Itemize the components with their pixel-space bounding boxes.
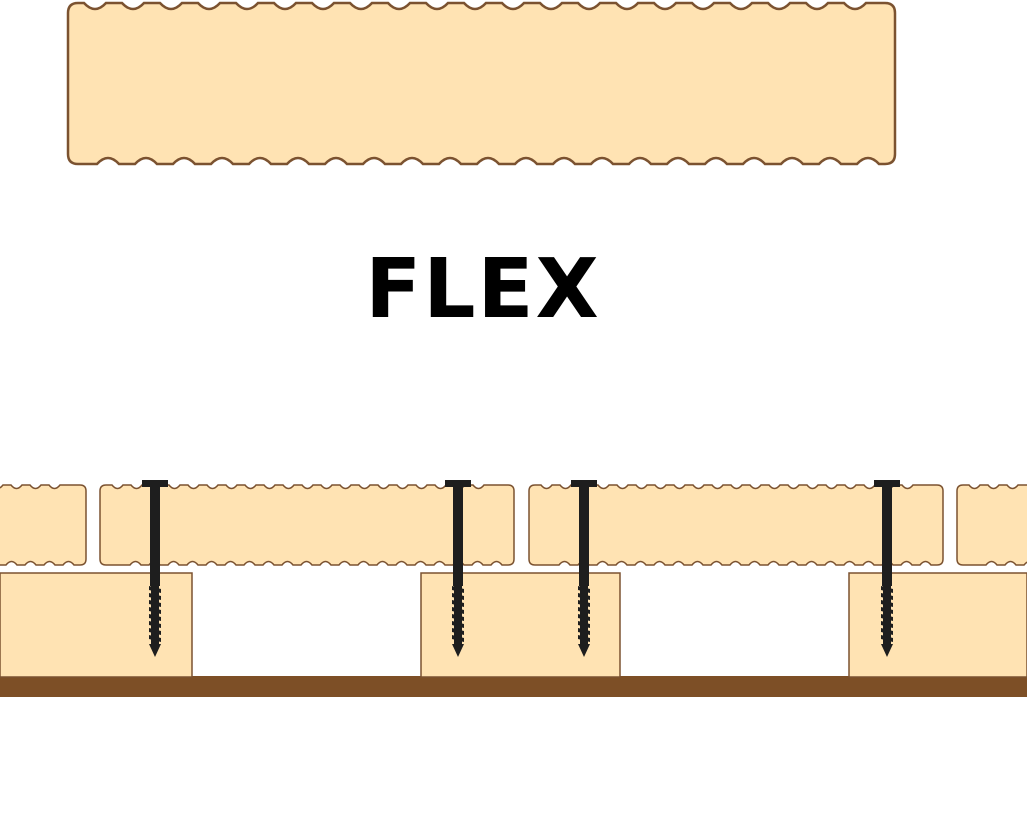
deck-board [528, 484, 944, 566]
profile-board [66, 1, 897, 166]
screw-core [580, 586, 588, 644]
deck-board [956, 484, 1027, 566]
screw-shank [150, 486, 160, 586]
screw-head [445, 480, 471, 487]
deck-board [0, 484, 87, 566]
deck-board [99, 484, 515, 566]
screw-head [571, 480, 597, 487]
screw [571, 480, 597, 657]
screw [142, 480, 168, 657]
board-profile-cross-section [66, 1, 897, 166]
screw-tip [452, 644, 464, 657]
product-label: FLEX [365, 242, 601, 337]
screw-tip [881, 644, 893, 657]
joist [0, 572, 193, 678]
screw-shank [453, 486, 463, 586]
joist [848, 572, 1027, 678]
screw-shank [882, 486, 892, 586]
screw [874, 480, 900, 657]
screw-core [883, 586, 891, 644]
deck-boards-group [0, 484, 1027, 566]
screw-tip [578, 644, 590, 657]
base-strip [0, 676, 1027, 697]
screws-group [142, 480, 900, 657]
screw-shank [579, 486, 589, 586]
screw-head [874, 480, 900, 487]
screw [445, 480, 471, 657]
screw-tip [149, 644, 161, 657]
screw-core [151, 586, 159, 644]
screw-head [142, 480, 168, 487]
base-strip [0, 676, 1027, 697]
joist [420, 572, 621, 678]
screw-core [454, 586, 462, 644]
